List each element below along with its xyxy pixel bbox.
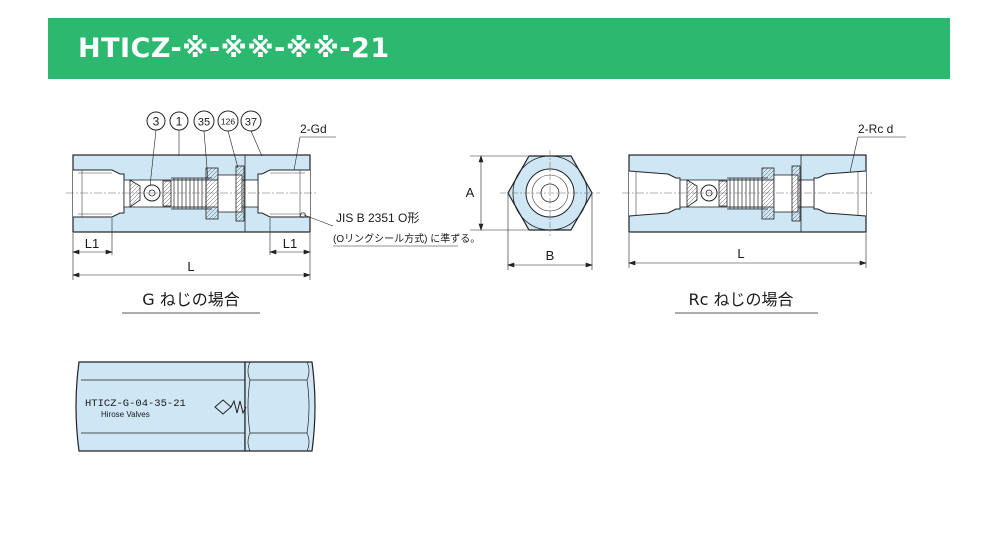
rc-dimensions: [628, 233, 867, 268]
rc-thread-section-view: [622, 154, 874, 233]
jis-note-line1: JIS B 2351 O形: [336, 211, 419, 225]
dim-l-rc: L: [737, 246, 744, 261]
port-label-gd-text: 2-Gd: [300, 122, 327, 136]
callout-1-label: 1: [176, 115, 183, 129]
callout-3: 3: [146, 111, 166, 187]
callout-35: 35: [193, 110, 215, 181]
callout-35-label: 35: [198, 117, 210, 129]
end-view-dimensions: [470, 155, 593, 270]
title-banner: HTICZ-※-※※-※※-21: [48, 18, 950, 79]
callout-126: 126: [217, 110, 239, 169]
nameplate-model: HTICZ-G-04-35-21: [85, 398, 186, 410]
dim-l1-right: L1: [283, 236, 297, 251]
callout-3-label: 3: [153, 115, 160, 129]
g-thread-section-view: [66, 154, 318, 233]
g-dimensions: [72, 218, 311, 280]
page-title: HTICZ-※-※※-※※-21: [78, 33, 390, 64]
port-label-rc: 2-Rc d: [849, 122, 906, 173]
check-valve-symbol-icon: [214, 399, 247, 415]
nameplate-maker: Hirose Valves: [101, 410, 150, 419]
port-label-rc-text: 2-Rc d: [858, 122, 893, 136]
callout-126-label: 126: [221, 117, 235, 127]
jis-note-line2: (Oリングシール方式) に準ずる。: [333, 232, 480, 245]
end-view: [500, 150, 600, 236]
dim-a: A: [466, 185, 475, 200]
dim-b: B: [546, 248, 555, 263]
rc-caption: Rc ねじの場合: [688, 290, 793, 309]
dim-l1-left: L1: [85, 236, 99, 251]
jis-note: JIS B 2351 O形 (Oリングシール方式) に準ずる。: [300, 211, 480, 247]
g-caption: G ねじの場合: [142, 290, 240, 309]
callout-37-label: 37: [245, 117, 257, 129]
callout-1: 1: [169, 111, 189, 156]
port-label-gd: 2-Gd: [293, 122, 336, 171]
callout-37: 37: [240, 110, 263, 157]
external-view: [75, 361, 316, 452]
dim-l-g: L: [187, 259, 194, 274]
part-callouts: 3 1 35 126 37: [146, 110, 263, 187]
